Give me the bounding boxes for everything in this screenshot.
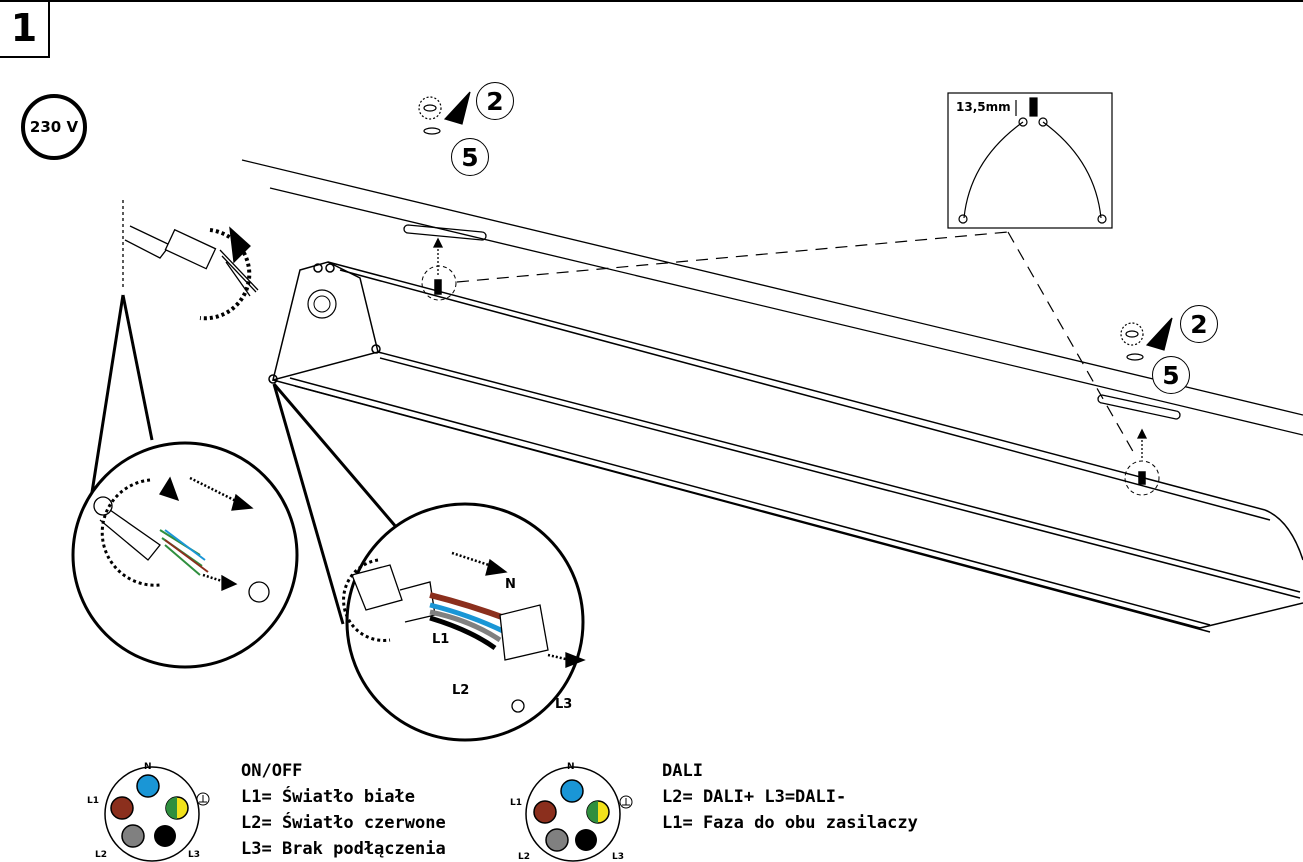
ceiling-slot-right bbox=[1097, 394, 1181, 420]
measurement-label: 13,5mm bbox=[956, 100, 1011, 114]
pin-label-n: N bbox=[567, 762, 575, 772]
pin-label-n: N bbox=[144, 762, 152, 772]
ceiling-plane bbox=[241, 159, 1303, 458]
pin-label-l3: L3 bbox=[612, 852, 624, 862]
wire-label-l3: L3 bbox=[555, 697, 573, 712]
screw-icon bbox=[418, 91, 471, 135]
legend-title: ON/OFF bbox=[241, 761, 303, 781]
pin-l3 bbox=[575, 829, 597, 851]
screw-icon bbox=[1120, 317, 1173, 361]
legend-line: L2= Światło czerwone bbox=[241, 813, 446, 833]
callout-step-2: 2 bbox=[476, 82, 514, 120]
callout-step-2: 2 bbox=[1180, 305, 1218, 343]
legend-line: L3= Brak podłączenia bbox=[241, 839, 446, 859]
ceiling-slot-left bbox=[403, 224, 487, 241]
plug-detail-right bbox=[342, 551, 586, 713]
voltage-badge: 230 V bbox=[21, 94, 87, 160]
wire-label-l2: L2 bbox=[452, 683, 470, 698]
pin-label-l2: L2 bbox=[95, 850, 107, 860]
legend-line: L1= Światło białe bbox=[241, 787, 415, 807]
pin-label-l3: L3 bbox=[188, 850, 200, 860]
pin-label-l1: L1 bbox=[510, 798, 522, 808]
bracket-detail bbox=[947, 92, 1113, 229]
legend-onoff: ON/OFF L1= Światło białe L2= Światło cze… bbox=[241, 758, 446, 862]
pin-label-l1: L1 bbox=[87, 796, 99, 806]
cable-gland bbox=[307, 289, 337, 319]
pin-diagram-onoff bbox=[104, 766, 210, 862]
pin-label-l2: L2 bbox=[518, 852, 530, 862]
pin-l2 bbox=[545, 828, 569, 852]
zoom-left bbox=[71, 294, 299, 669]
pin-diagram-dali bbox=[525, 766, 633, 862]
legend-line: L1= Faza do obu zasilaczy bbox=[662, 813, 918, 833]
pin-l2 bbox=[121, 824, 145, 848]
legend-dali: DALI L2= DALI+ L3=DALI- L1= Faza do obu … bbox=[662, 758, 918, 836]
legend-line: L2= DALI+ L3=DALI- bbox=[662, 787, 847, 807]
pin-l3 bbox=[154, 825, 176, 847]
pin-l1 bbox=[110, 796, 134, 820]
wire-label-l1: L1 bbox=[432, 632, 450, 647]
zoom-right bbox=[272, 383, 585, 742]
step-number: 1 bbox=[0, 0, 50, 58]
legend-title: DALI bbox=[662, 761, 703, 781]
cable-plug-top bbox=[122, 200, 259, 321]
detail-leader bbox=[456, 231, 1136, 456]
pin-n bbox=[560, 779, 584, 803]
callout-step-5: 5 bbox=[451, 138, 489, 176]
pin-l1 bbox=[533, 800, 557, 824]
callout-step-5: 5 bbox=[1152, 356, 1190, 394]
pin-n bbox=[136, 774, 160, 798]
wire-label-n: N bbox=[505, 577, 516, 592]
luminaire-body bbox=[268, 261, 1303, 633]
plug-detail-left bbox=[93, 476, 270, 603]
